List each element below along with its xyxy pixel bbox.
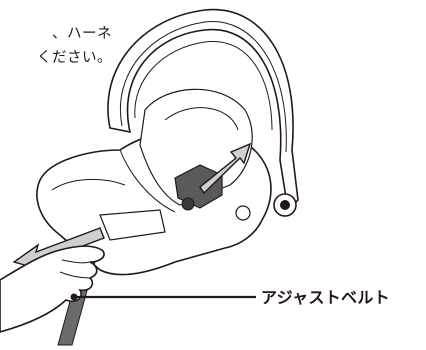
instruction-text: 、ハーネ ください。 [0,22,112,70]
adjust-direction-arrow [199,142,252,195]
hand [0,245,105,333]
instruction-line-1: 、ハーネ [52,26,112,42]
canopy-handle [107,8,299,212]
adjust-belt-label: アジャストベルト [261,288,390,307]
instruction-line-2: ください。 [37,50,112,66]
harness-buckle [174,164,223,209]
